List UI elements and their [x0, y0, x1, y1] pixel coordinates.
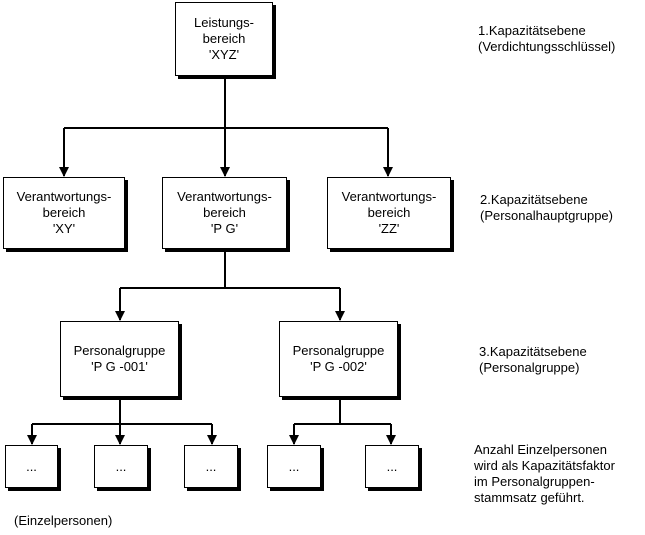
- node-verantwortungsbereich-pg: Verantwortungs- bereich 'P G': [162, 177, 287, 249]
- node-verantwortungsbereich-xy: Verantwortungs- bereich 'XY': [3, 177, 125, 249]
- node-person: ...: [365, 445, 419, 488]
- capacity-note: Anzahl Einzelpersonen wird als Kapazität…: [474, 442, 615, 505]
- node-person: ...: [267, 445, 321, 488]
- node-person: ...: [184, 445, 238, 488]
- node-personalgruppe-pg-001: Personalgruppe 'P G -001': [60, 321, 179, 397]
- level-3-label: 3.Kapazitätsebene (Personalgruppe): [479, 344, 587, 375]
- node-person: ...: [5, 445, 58, 488]
- node-verantwortungsbereich-zz: Verantwortungs- bereich 'ZZ': [327, 177, 451, 249]
- level-1-label: 1.Kapazitätsebene (Verdichtungsschlüssel…: [478, 23, 616, 54]
- node-personalgruppe-pg-002: Personalgruppe 'P G -002': [279, 321, 398, 397]
- einzelpersonen-label: (Einzelpersonen): [14, 513, 113, 528]
- level-2-label: 2.Kapazitätsebene (Personalhauptgruppe): [480, 192, 613, 223]
- node-person: ...: [94, 445, 148, 488]
- node-leistungsbereich-xyz: Leistungs- bereich 'XYZ': [175, 2, 273, 76]
